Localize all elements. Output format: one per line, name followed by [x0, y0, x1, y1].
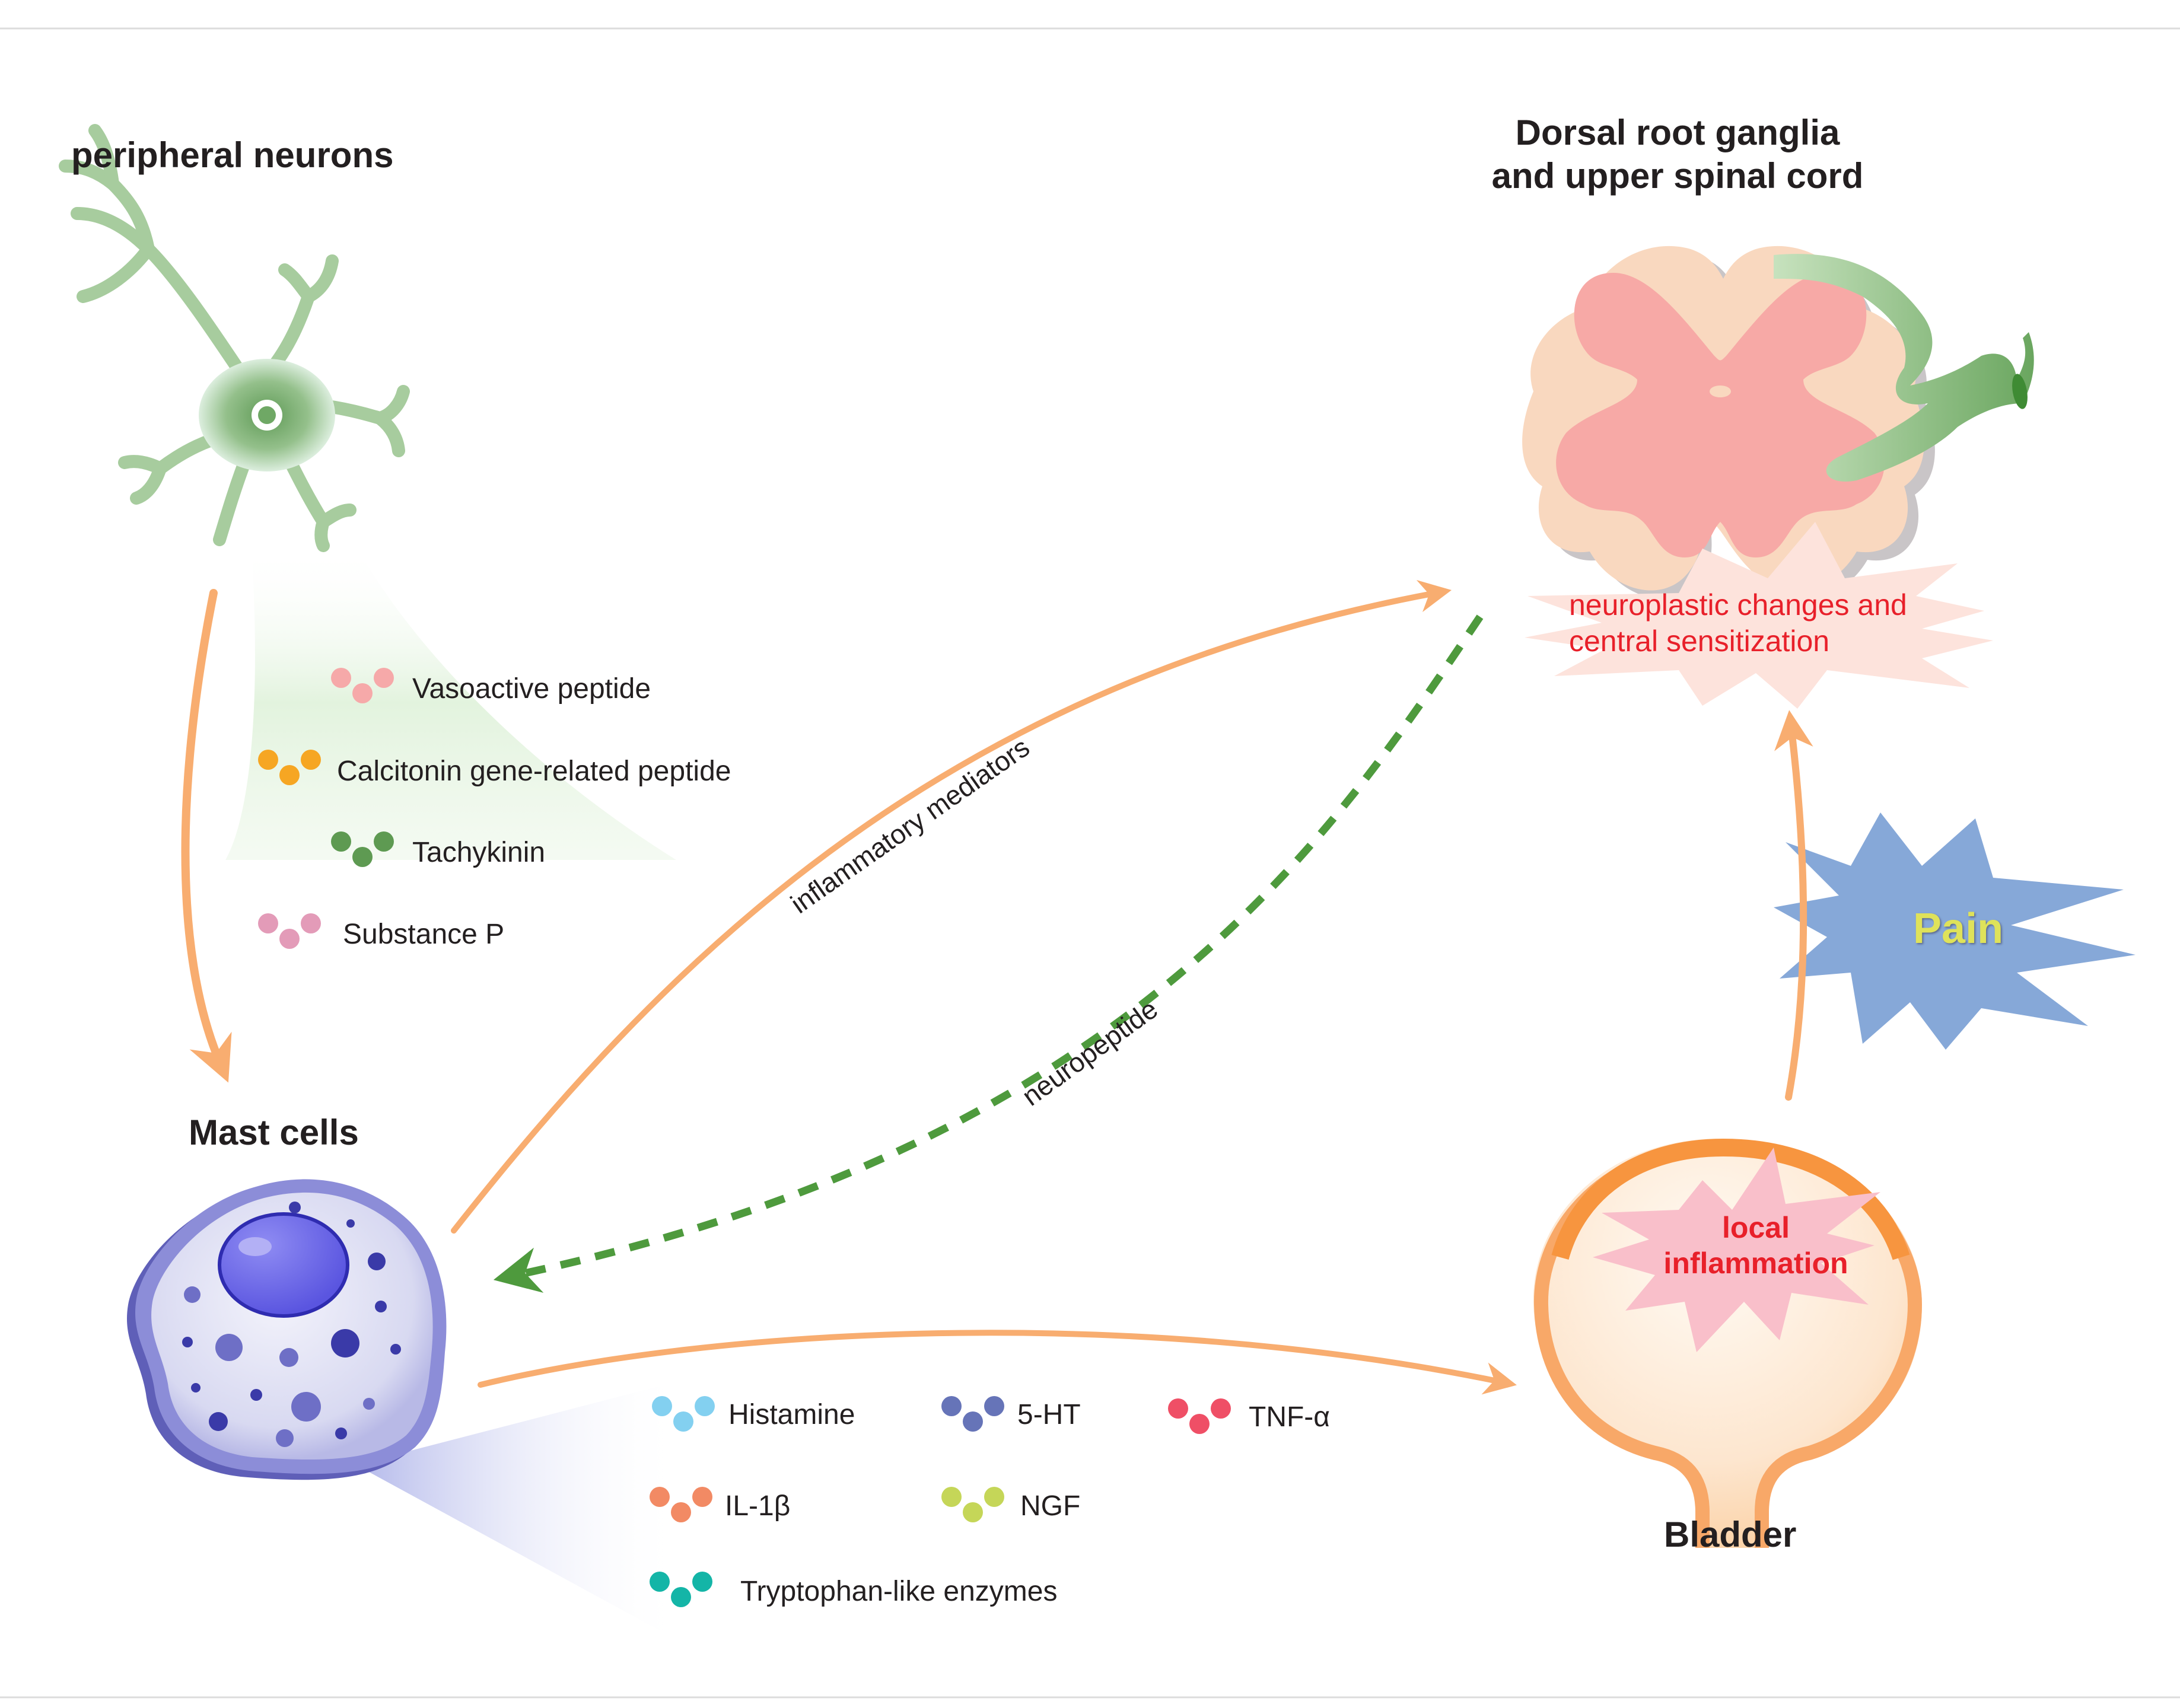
mediator-dot-4-1 — [963, 1502, 983, 1522]
neuropeptide-dot-3-0 — [258, 913, 278, 933]
mediator-dot-0-2 — [695, 1396, 715, 1416]
mediator-dot-clusters — [650, 1396, 1231, 1607]
mediator-dot-2-2 — [1211, 1398, 1231, 1419]
mast-cell-icon — [126, 1179, 447, 1480]
mediator-dot-5-1 — [671, 1587, 691, 1607]
mediator-label-tryptophan: Tryptophan-like enzymes — [740, 1576, 1058, 1607]
neuropeptide-dot-clusters — [258, 668, 394, 949]
mediator-dot-5-0 — [650, 1572, 670, 1592]
neuropeptide-arrow — [493, 614, 1484, 1293]
neuropeptide-dot-3-1 — [279, 929, 300, 949]
local-inflammation-line2: inflammation — [1663, 1247, 1848, 1280]
neuropeptide-label-vasoactive: Vasoactive peptide — [412, 673, 651, 705]
mediator-label-histamine: Histamine — [728, 1399, 855, 1430]
mediator-dot-1-0 — [941, 1396, 962, 1416]
neuropeptide-dot-2-1 — [352, 847, 373, 867]
neuron-to-mast-arrow — [181, 589, 232, 1083]
mediator-label-5ht: 5-HT — [1017, 1399, 1081, 1430]
neuropeptide-dot-1-2 — [301, 750, 321, 770]
drg-title-line2: and upper spinal cord — [1491, 156, 1864, 196]
dorsal-root-ganglion-icon — [1774, 254, 2034, 482]
neuropeptide-label-substance-p: Substance P — [343, 919, 505, 950]
mediator-dot-3-2 — [692, 1487, 712, 1507]
bladder-to-sensitization-arrow — [1774, 710, 1813, 1101]
mediator-dot-4-2 — [984, 1487, 1004, 1507]
neuropeptide-dot-1-1 — [279, 765, 300, 785]
mediator-dot-2-0 — [1168, 1398, 1188, 1419]
peripheral-neurons-title: peripheral neurons — [71, 135, 394, 175]
sensitization-text-line2: central sensitization — [1569, 624, 1830, 658]
neuropeptide-label-tachykinin: Tachykinin — [412, 837, 546, 868]
mediator-dot-0-0 — [652, 1396, 672, 1416]
neuropeptide-release-cone — [225, 546, 676, 860]
mediator-release-cone — [356, 1382, 682, 1643]
mediator-dot-1-1 — [963, 1411, 983, 1432]
neuropeptide-dot-0-0 — [331, 668, 351, 688]
mediator-dot-2-1 — [1189, 1414, 1210, 1434]
neuropeptide-dot-1-0 — [258, 750, 278, 770]
mediator-dot-3-1 — [671, 1502, 691, 1522]
mediator-label-il1b: IL-1β — [725, 1490, 791, 1522]
spinal-cord-icon — [1522, 246, 1935, 599]
local-inflammation-line1: local — [1722, 1211, 1790, 1244]
mediator-dot-1-2 — [984, 1396, 1004, 1416]
bladder-title: Bladder — [1664, 1515, 1797, 1554]
drg-title-line1: Dorsal root ganglia — [1515, 113, 1840, 152]
mediator-dot-0-1 — [673, 1411, 693, 1432]
neuropeptide-dot-2-0 — [331, 831, 351, 852]
neuropeptide-dot-0-1 — [352, 683, 373, 703]
neuron-icon — [59, 124, 410, 552]
mediator-label-tnf-alpha: TNF-α — [1249, 1401, 1331, 1433]
inflammation-burst — [1593, 1148, 1880, 1352]
mediator-label-ngf: NGF — [1020, 1490, 1081, 1522]
sensitization-burst — [1525, 522, 1993, 709]
mediator-dot-5-2 — [692, 1572, 712, 1592]
mast-to-bladder-arrow — [478, 1330, 1517, 1395]
neuropeptide-label-cgrp: Calcitonin gene-related peptide — [337, 756, 731, 787]
mast-cells-title: Mast cells — [189, 1113, 359, 1152]
neuropeptide-dot-0-2 — [374, 668, 394, 688]
mediator-dot-3-0 — [650, 1487, 670, 1507]
neuropeptide-dot-3-2 — [301, 913, 321, 933]
inflammatory-mediators-arrow — [451, 580, 1452, 1234]
pain-burst — [1774, 812, 2136, 1050]
neuropeptide-dot-2-2 — [374, 831, 394, 852]
pain-label: Pain — [1913, 905, 2004, 952]
sensitization-text-line1: neuroplastic changes and — [1569, 588, 1907, 622]
mediator-dot-4-0 — [941, 1487, 962, 1507]
